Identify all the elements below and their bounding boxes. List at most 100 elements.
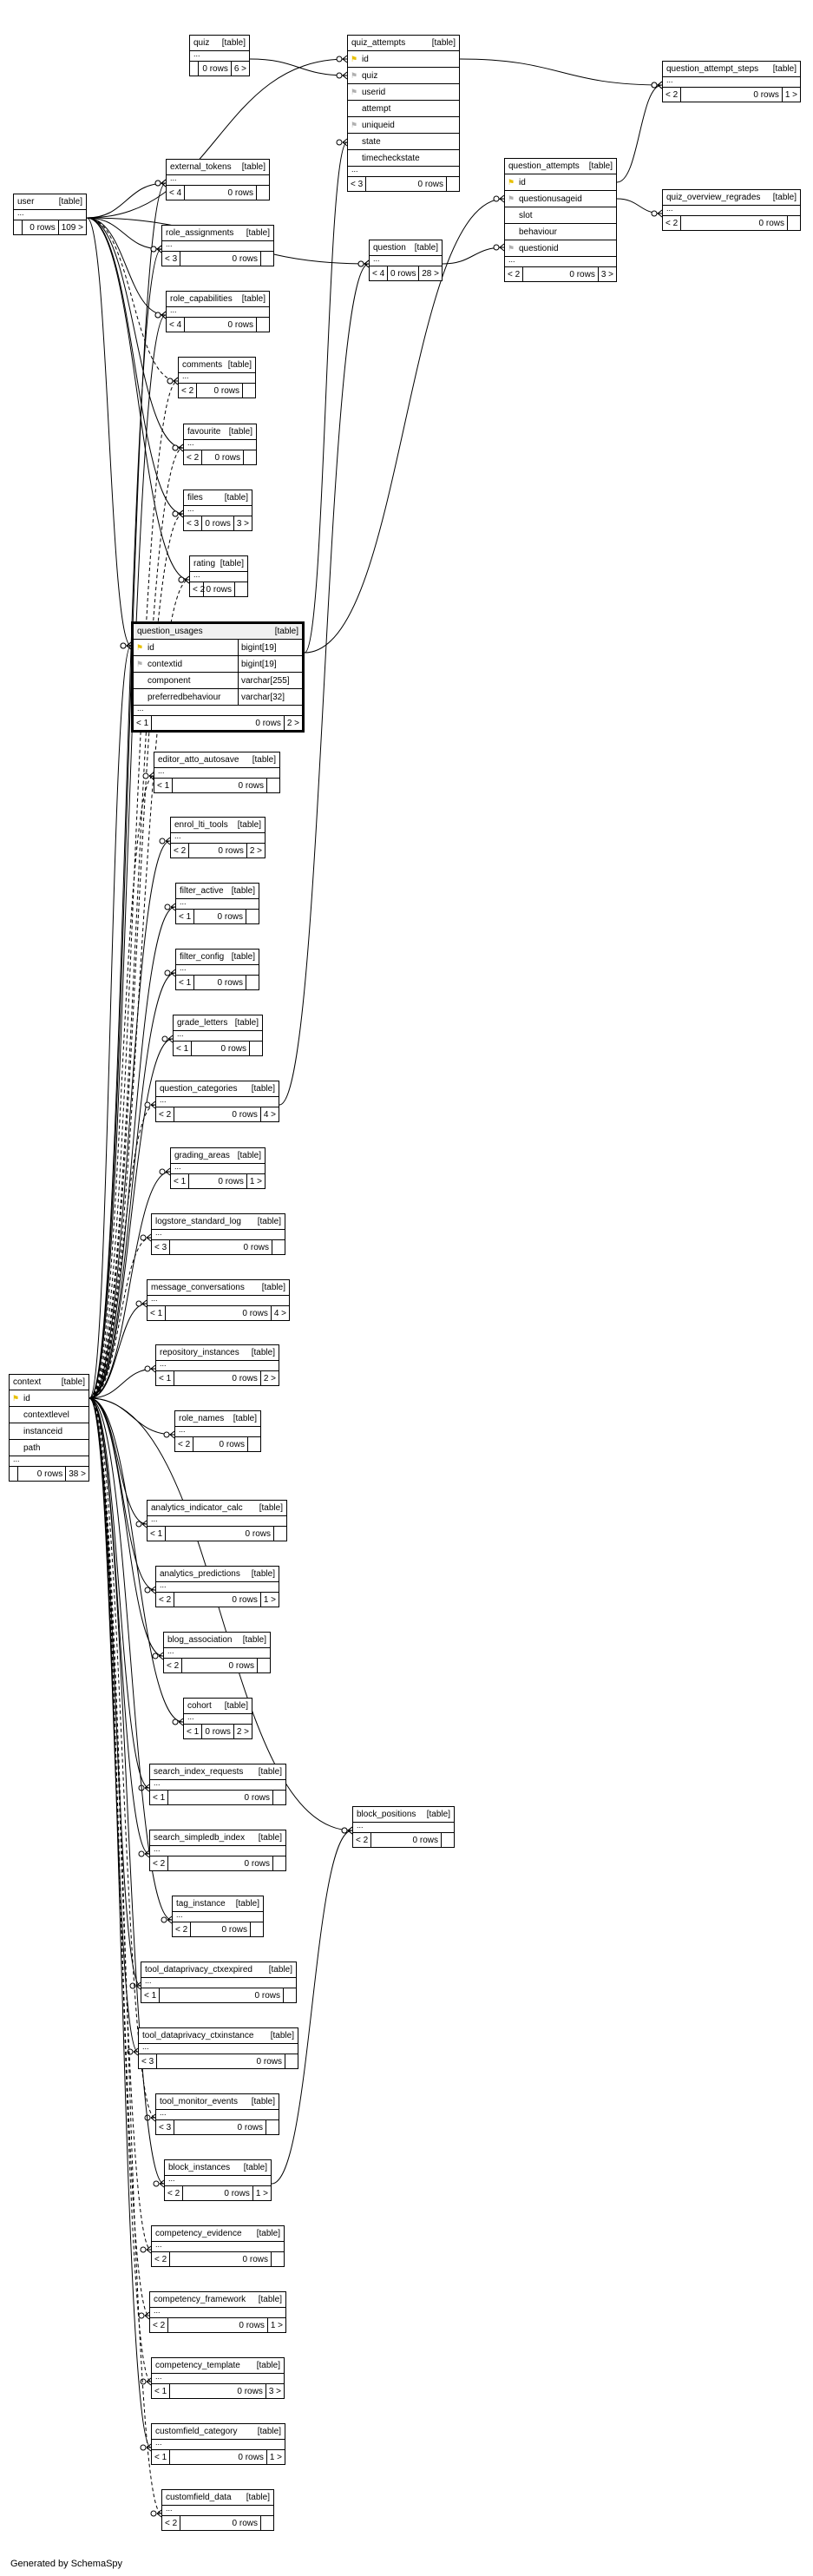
- children-count[interactable]: [244, 450, 256, 464]
- column-row[interactable]: ⚑quiz: [348, 68, 459, 84]
- children-count[interactable]: [257, 186, 269, 200]
- parents-count[interactable]: < 3: [139, 2054, 158, 2068]
- parents-count[interactable]: < 2: [156, 1107, 175, 1121]
- column-row[interactable]: path: [10, 1440, 89, 1456]
- children-count[interactable]: 3 >: [236, 518, 249, 529]
- table-header[interactable]: grading_areas[table]: [171, 1148, 265, 1164]
- parents-count[interactable]: < 2: [179, 384, 198, 398]
- table-header[interactable]: analytics_indicator_calc[table]: [148, 1501, 286, 1516]
- table-header[interactable]: message_conversations[table]: [148, 1280, 289, 1296]
- table-header[interactable]: grade_letters[table]: [174, 1015, 262, 1031]
- children-count[interactable]: [273, 1791, 285, 1804]
- parents-count[interactable]: < 2: [663, 88, 682, 102]
- column-row[interactable]: state: [348, 134, 459, 150]
- table-header[interactable]: favourite[table]: [184, 424, 256, 440]
- table-tool-dataprivacy-ctxinstance[interactable]: tool_dataprivacy_ctxinstance[table]...< …: [138, 2027, 298, 2069]
- children-count[interactable]: [285, 2054, 298, 2068]
- column-row[interactable]: timecheckstate: [348, 150, 459, 167]
- table-header[interactable]: user[table]: [14, 194, 86, 210]
- parents-count[interactable]: < 4: [167, 186, 186, 200]
- table-header[interactable]: question[table]: [370, 240, 442, 256]
- children-count[interactable]: 1 >: [249, 1176, 262, 1186]
- table-header[interactable]: external_tokens[table]: [167, 160, 269, 175]
- table-header[interactable]: tool_dataprivacy_ctxexpired[table]: [141, 1962, 296, 1978]
- children-count[interactable]: [246, 910, 259, 923]
- table-header[interactable]: competency_evidence[table]: [152, 2226, 284, 2242]
- children-count[interactable]: 28 >: [422, 268, 439, 279]
- table-header[interactable]: question_usages[table]: [134, 624, 302, 640]
- parents-count[interactable]: [14, 220, 23, 234]
- parents-count[interactable]: < 1: [176, 976, 195, 989]
- parents-count[interactable]: < 2: [152, 2252, 171, 2266]
- table-question-attempts[interactable]: question_attempts[table]⚑id⚑questionusag…: [504, 158, 617, 282]
- children-count[interactable]: [272, 1240, 285, 1254]
- table-header[interactable]: block_positions[table]: [353, 1807, 454, 1823]
- children-count[interactable]: 4 >: [263, 1109, 276, 1120]
- parents-count[interactable]: < 2: [150, 2318, 169, 2332]
- children-count[interactable]: 4 >: [273, 1308, 286, 1318]
- column-row[interactable]: ⚑userid: [348, 84, 459, 101]
- parents-count[interactable]: < 2: [173, 1922, 192, 1936]
- parents-count[interactable]: < 1: [184, 1725, 203, 1738]
- table-header[interactable]: quiz_overview_regrades[table]: [663, 190, 800, 206]
- table-header[interactable]: block_instances[table]: [165, 2160, 271, 2176]
- parents-count[interactable]: < 2: [171, 844, 190, 858]
- children-count[interactable]: 6 >: [233, 63, 246, 74]
- parents-count[interactable]: < 1: [152, 2384, 171, 2398]
- table-header[interactable]: question_attempt_steps[table]: [663, 62, 800, 77]
- children-count[interactable]: [235, 582, 247, 596]
- parents-count[interactable]: < 2: [150, 1856, 169, 1870]
- column-row[interactable]: ⚑questionid: [505, 240, 616, 257]
- children-count[interactable]: 2 >: [286, 718, 299, 728]
- table-header[interactable]: tool_dataprivacy_ctxinstance[table]: [139, 2028, 298, 2044]
- table-header[interactable]: role_capabilities[table]: [167, 292, 269, 307]
- table-header[interactable]: analytics_predictions[table]: [156, 1567, 279, 1582]
- column-row[interactable]: ⚑uniqueid: [348, 117, 459, 134]
- children-count[interactable]: [250, 1042, 262, 1055]
- children-count[interactable]: [246, 976, 259, 989]
- table-header[interactable]: enrol_lti_tools[table]: [171, 818, 265, 833]
- children-count[interactable]: 109 >: [61, 222, 83, 233]
- children-count[interactable]: [248, 1437, 260, 1451]
- table-tool-dataprivacy-ctxexpired[interactable]: tool_dataprivacy_ctxexpired[table]...< 1…: [141, 1962, 297, 2003]
- children-count[interactable]: [284, 1988, 296, 2002]
- children-count[interactable]: [251, 1922, 263, 1936]
- children-count[interactable]: [266, 2120, 279, 2134]
- children-count[interactable]: [447, 177, 459, 191]
- parents-count[interactable]: < 1: [176, 910, 195, 923]
- parents-count[interactable]: < 1: [152, 2450, 171, 2464]
- parents-count[interactable]: < 1: [150, 1791, 169, 1804]
- column-row[interactable]: instanceid: [10, 1423, 89, 1440]
- parents-count[interactable]: < 1: [154, 779, 174, 792]
- column-row[interactable]: slot: [505, 207, 616, 224]
- parents-count[interactable]: < 2: [190, 582, 205, 596]
- children-count[interactable]: 2 >: [263, 1373, 276, 1383]
- parents-count[interactable]: < 3: [184, 516, 203, 530]
- children-count[interactable]: [267, 779, 279, 792]
- table-header[interactable]: search_index_requests[table]: [150, 1764, 285, 1780]
- children-count[interactable]: [442, 1833, 454, 1847]
- table-header[interactable]: customfield_data[table]: [162, 2490, 273, 2506]
- children-count[interactable]: [272, 2252, 284, 2266]
